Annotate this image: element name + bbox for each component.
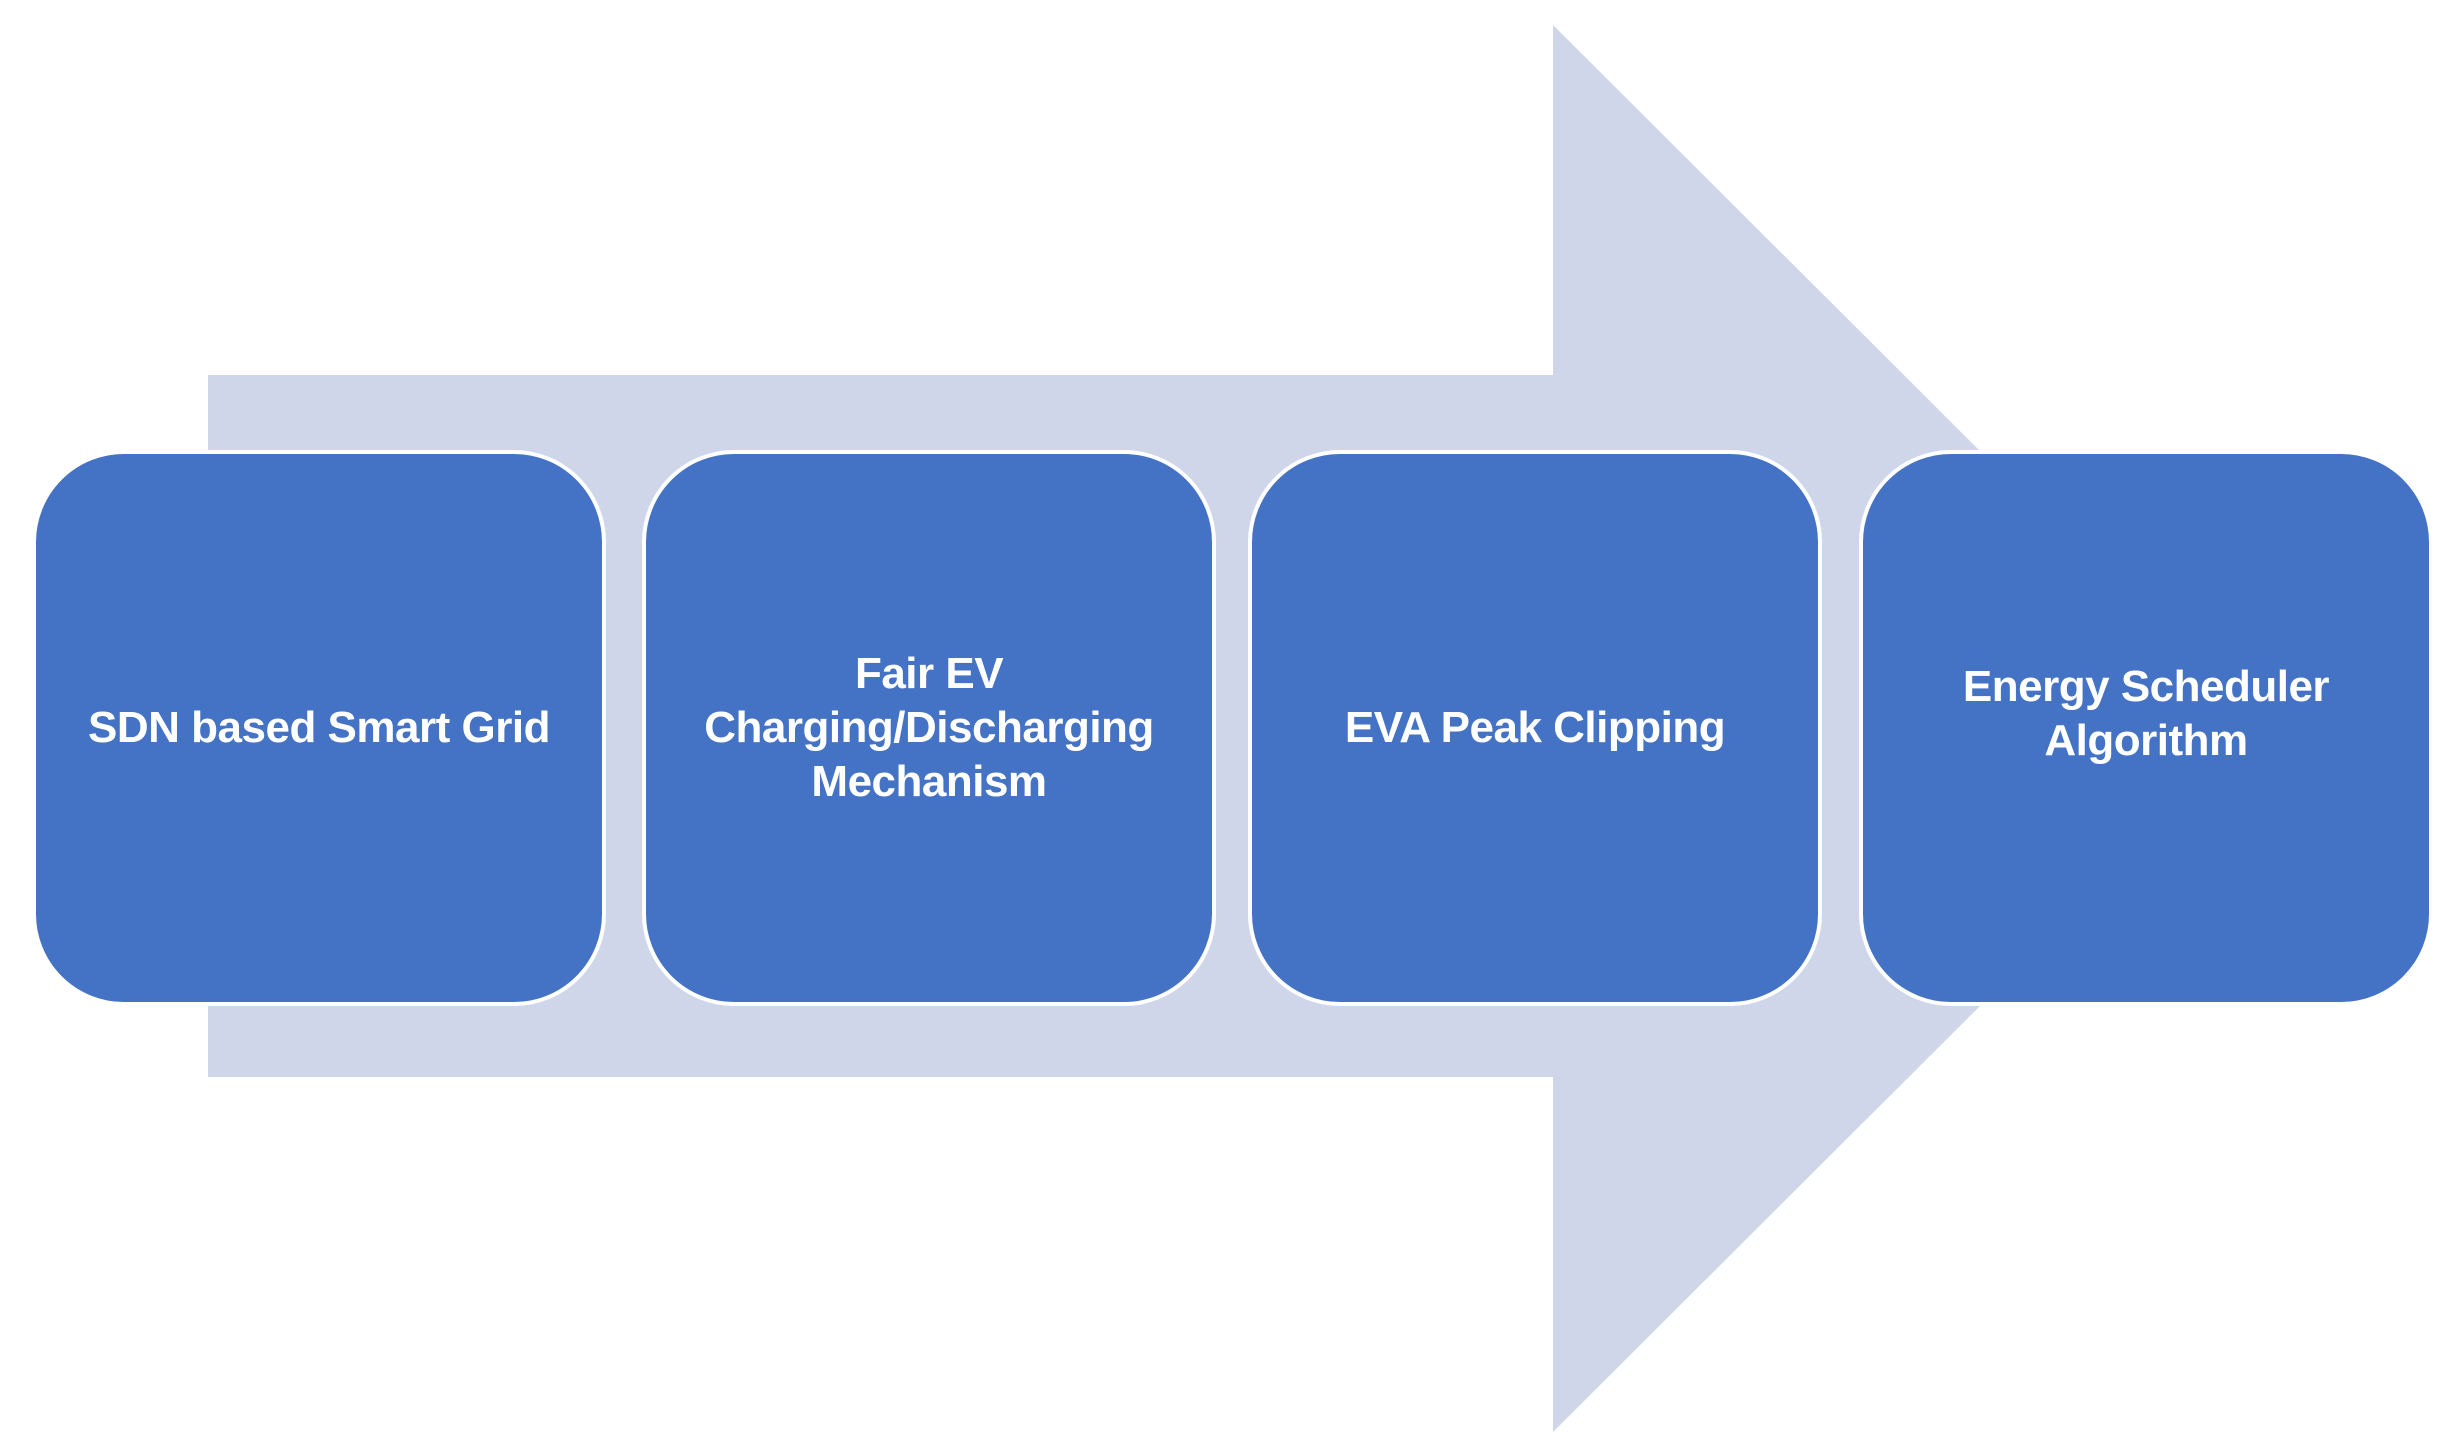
step-label: Energy Scheduler Algorithm [1962, 662, 2330, 765]
step-box-energy-scheduler: Energy Scheduler Algorithm [1859, 450, 2433, 1006]
step-label: EVA Peak Clipping [1344, 703, 1726, 752]
step-box-sdn-smart-grid: SDN based Smart Grid [32, 450, 606, 1006]
step-label: SDN based Smart Grid [88, 703, 550, 752]
step-box-eva-peak-clipping: EVA Peak Clipping [1248, 450, 1822, 1006]
step-label: Fair EV Charging/Discharging Mechanism [704, 649, 1154, 806]
step-box-fair-ev-charging: Fair EV Charging/Discharging Mechanism [642, 450, 1216, 1006]
